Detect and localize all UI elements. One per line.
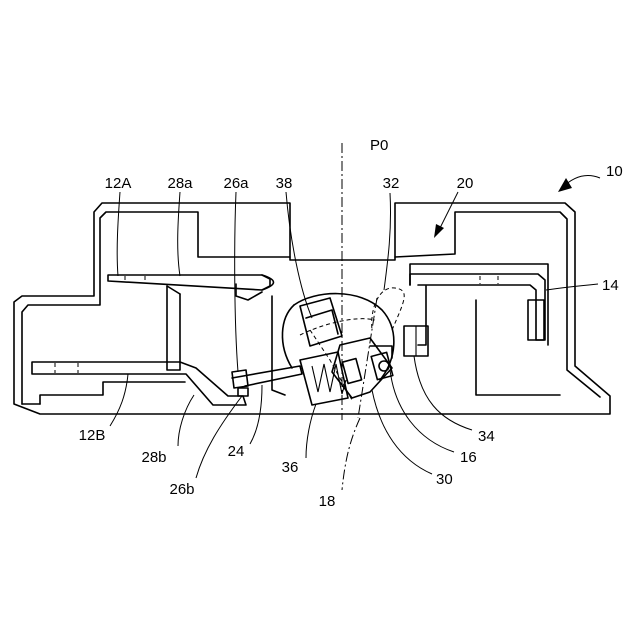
label-18: 18 [319, 493, 336, 510]
label-14: 14 [602, 277, 619, 294]
label-24: 24 [228, 443, 245, 460]
label-38: 38 [276, 175, 293, 192]
label-P0: P0 [370, 137, 388, 154]
inner-walls [167, 264, 560, 395]
label-12A: 12A [105, 175, 132, 192]
plate-12A [108, 275, 274, 300]
housing-outline [14, 203, 610, 414]
label-10: 10 [606, 163, 623, 180]
label-32: 32 [383, 175, 400, 192]
centre-lines [342, 143, 377, 490]
label-28b: 28b [141, 449, 166, 466]
arrow-10 [558, 176, 600, 192]
label-26a: 26a [223, 175, 249, 192]
label-26b: 26b [169, 481, 194, 498]
leader-lines [110, 192, 598, 478]
label-12B: 12B [79, 427, 106, 444]
spring-36 [300, 352, 348, 405]
plate-14 [410, 274, 545, 345]
label-34: 34 [478, 428, 495, 445]
label-28a: 28a [167, 175, 193, 192]
plate-12B [32, 362, 246, 405]
label-16: 16 [460, 449, 477, 466]
lever-24 [232, 366, 302, 396]
reference-labels: 10 12A 28a 26a 38 P0 32 20 14 34 16 30 3… [79, 137, 623, 510]
label-20: 20 [457, 175, 474, 192]
label-36: 36 [282, 459, 299, 476]
label-30: 30 [436, 471, 453, 488]
